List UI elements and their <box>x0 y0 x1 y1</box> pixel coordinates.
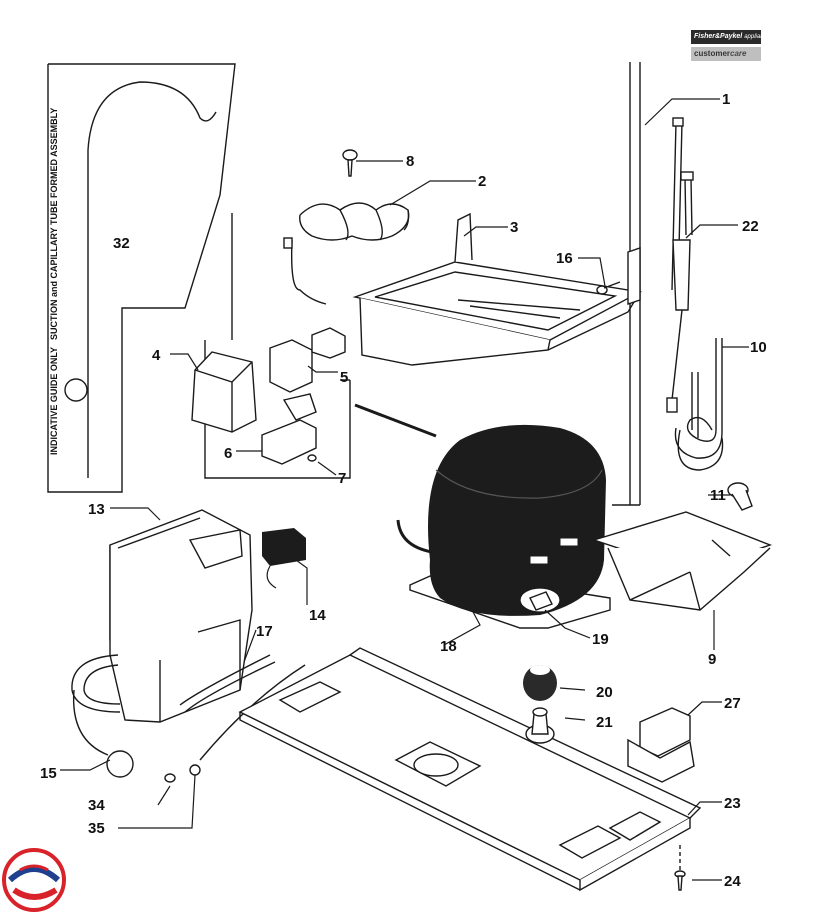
filter-drier-assembly <box>666 117 694 413</box>
relay-clip <box>261 393 317 465</box>
guide-note-indicative: INDICATIVE GUIDE ONLY <box>49 347 59 455</box>
part-number-15: 15 <box>40 765 57 782</box>
part-number-34: 34 <box>88 797 105 814</box>
part-number-17: 17 <box>256 623 273 640</box>
start-relay <box>262 528 306 589</box>
brand-logo: Fisher&Paykel appliances customercare <box>691 30 761 66</box>
drip-tray <box>591 511 773 611</box>
relay-cover <box>191 351 257 433</box>
mounting-bolt <box>529 591 553 611</box>
screw-8 <box>342 149 358 177</box>
screw-24 <box>674 845 686 891</box>
part-number-10: 10 <box>750 339 767 356</box>
customer-care-badge: customercare <box>691 47 761 61</box>
compressor <box>396 424 611 629</box>
mounting-grommet <box>523 665 557 701</box>
part-number-24: 24 <box>724 873 741 890</box>
part-number-14: 14 <box>309 607 326 624</box>
base-plate <box>238 647 702 892</box>
part-number-21: 21 <box>596 714 613 731</box>
part-number-3: 3 <box>510 219 518 236</box>
part-number-20: 20 <box>596 684 613 701</box>
guide-part-number: 32 <box>113 235 130 252</box>
drain-heater <box>674 338 724 471</box>
part-number-19: 19 <box>592 631 609 648</box>
part-number-5: 5 <box>340 369 348 386</box>
part-number-2: 2 <box>478 173 486 190</box>
screw-16 <box>596 281 621 295</box>
mounting-stud <box>525 707 555 744</box>
screw-34 <box>164 773 176 783</box>
part-number-22: 22 <box>742 218 759 235</box>
part-number-16: 16 <box>556 250 573 267</box>
part-number-23: 23 <box>724 795 741 812</box>
part-number-1: 1 <box>722 91 730 108</box>
part-number-27: 27 <box>724 695 741 712</box>
part-number-7: 7 <box>338 470 346 487</box>
grommet <box>727 482 753 511</box>
part-number-8: 8 <box>406 153 414 170</box>
corner-swirl-logo <box>2 848 66 912</box>
part-number-4: 4 <box>152 347 161 364</box>
guide-box <box>47 63 236 493</box>
part-number-9: 9 <box>708 651 716 668</box>
part-number-18: 18 <box>440 638 457 655</box>
leader-lines <box>60 98 749 881</box>
brand-name: Fisher&Paykel appliances <box>691 30 761 44</box>
wire-harness <box>179 654 276 713</box>
part-number-13: 13 <box>88 501 105 518</box>
relay-overload <box>269 327 346 393</box>
condenser-coil <box>283 202 410 305</box>
guide-note-suction: SUCTION and CAPILLARY TUBE FORMED ASSEMB… <box>49 108 59 340</box>
part-labels: 1 2 3 4 5 6 7 8 9 10 11 13 14 15 16 17 1… <box>40 91 767 890</box>
evaporator-tray <box>352 212 643 366</box>
part-number-11: 11 <box>710 487 726 504</box>
control-housing <box>109 509 253 723</box>
hinge-bracket <box>627 707 695 783</box>
part-number-35: 35 <box>88 820 105 837</box>
thermostat-heater <box>71 654 134 778</box>
screw-7 <box>307 454 317 462</box>
part-number-6: 6 <box>224 445 232 462</box>
